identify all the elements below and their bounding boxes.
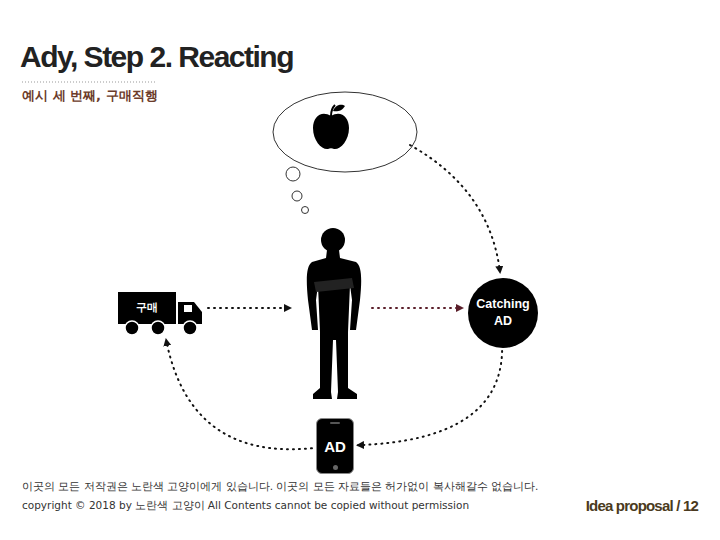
title-rule — [22, 82, 155, 83]
phone-button — [333, 465, 338, 470]
copyright-note: 이곳의 모든 저작권은 노란색 고양이에게 있습니다. 이곳의 모든 자료들은 … — [22, 480, 538, 494]
circle-node: Catching AD — [468, 278, 538, 348]
truck-cargo — [118, 292, 176, 324]
truck-wheel — [183, 321, 197, 335]
apple-icon — [313, 105, 349, 149]
truck-icon — [118, 292, 204, 336]
node-text: AD — [324, 438, 346, 455]
thought-dot — [302, 207, 309, 214]
truck-wheel — [125, 321, 139, 335]
person-silhouette — [307, 228, 361, 399]
copyright-line: copyright © 2018 by 노란색 고양이 All Contents… — [22, 499, 469, 513]
flow-connector — [166, 340, 312, 449]
thought-dot — [292, 191, 302, 201]
person-to-catch — [372, 307, 462, 309]
thought-dot — [286, 167, 300, 181]
page-number: Idea proposal / 12 — [586, 497, 698, 514]
phone-speaker — [330, 422, 340, 424]
thought-to-catch — [410, 145, 500, 272]
truck-wheel — [151, 321, 165, 335]
phone-node: AD — [316, 418, 354, 474]
truck-node: 구매 — [118, 292, 204, 336]
subtitle: 예시 세 번째, 구매직행 — [22, 87, 158, 105]
truck-label-area: 구매 — [118, 292, 176, 322]
truck-window — [184, 305, 192, 312]
page-title: Ady, Step 2. Reacting — [20, 40, 293, 74]
truck-to-person — [208, 307, 290, 309]
thought-bubble — [273, 92, 417, 172]
flow-connector — [358, 351, 502, 445]
node-text: 구매 — [136, 300, 158, 315]
node-text: Catching AD — [476, 296, 530, 330]
